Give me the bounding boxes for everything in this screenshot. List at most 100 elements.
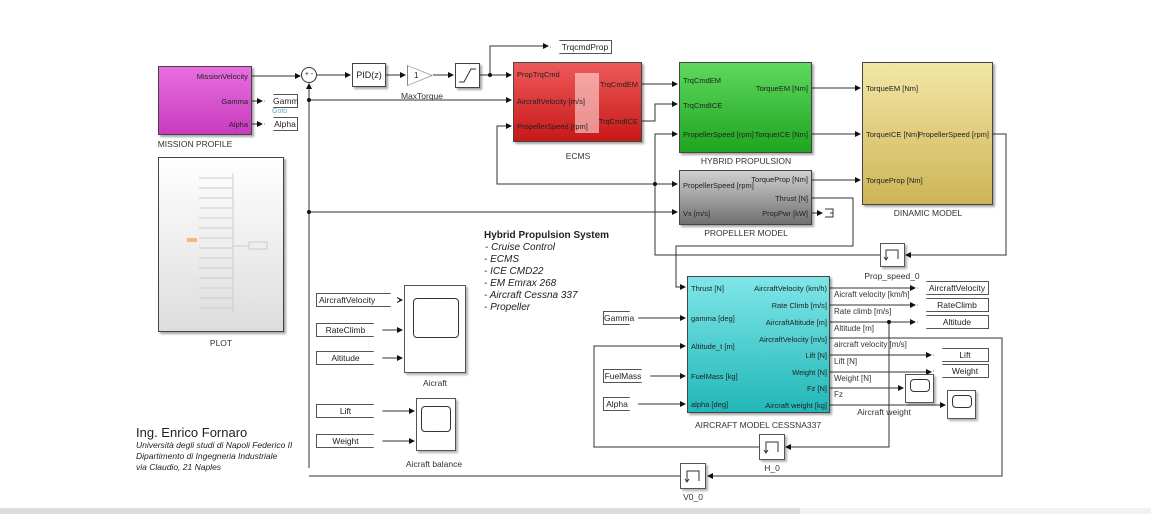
goto-hint: Goto xyxy=(272,108,288,115)
propeller-model-block[interactable]: PropellerSpeed [rpm] Vx [m/s] TorqueProp… xyxy=(679,170,812,225)
port-lift: Lift [N] xyxy=(805,351,827,360)
sum-signs: + - xyxy=(304,71,314,78)
plot-block[interactable] xyxy=(158,157,284,332)
goto-alpha[interactable]: Alpha xyxy=(264,117,298,131)
port-rate-climb: Rate Climb [m/s] xyxy=(771,301,827,310)
port-mission-velocity: MissionVelocity xyxy=(196,72,248,81)
goto-aircraft-velocity[interactable]: AircraftVelocity xyxy=(917,281,989,295)
gain-caption: MaxTorque xyxy=(400,91,444,101)
from-fuelmass[interactable]: FuelMass xyxy=(603,369,651,383)
note-title: Hybrid Propulsion System xyxy=(484,230,610,241)
goto-altitude[interactable]: Altitude xyxy=(917,315,989,329)
author-line: Università degli studi di Napoli Federic… xyxy=(136,440,293,450)
port-weight: Weight [N] xyxy=(792,368,827,377)
mission-profile-block[interactable]: MissionVelocity Gamma Alpha xyxy=(158,66,252,135)
port-torque-ice: TorqueICE [Nm] xyxy=(754,130,808,139)
h0-memory-block[interactable] xyxy=(759,434,785,460)
horizontal-scrollbar[interactable] xyxy=(0,508,1151,514)
memory-icon xyxy=(763,441,779,454)
port-propeller-speed-in: PropellerSpeed [rpm] xyxy=(683,130,754,139)
goto-lift[interactable]: Lift xyxy=(933,348,989,362)
ecms-block[interactable]: PropTrqCmd AircraftVelocity [m/s] Propel… xyxy=(513,62,642,142)
terminator-icon xyxy=(825,208,834,218)
scope-icon xyxy=(413,298,459,338)
memory-icon xyxy=(684,470,700,483)
saturation-icon xyxy=(459,68,476,83)
plot-preview-icon xyxy=(187,173,268,313)
port-aircraft-weight: Aircraft weight [kg] xyxy=(765,401,827,410)
port-torque-em-in: TorqueEM [Nm] xyxy=(866,84,919,93)
port-thrust-in: Thrust [N] xyxy=(691,284,724,293)
port-vx: Vx [m/s] xyxy=(683,209,711,218)
from-weight[interactable]: Weight xyxy=(316,434,383,448)
goto-weight[interactable]: Weight xyxy=(933,364,989,378)
signal-label: Fz xyxy=(834,390,843,399)
dinamic-model-block[interactable]: TorqueEM [Nm] TorqueICE [Nm] TorqueProp … xyxy=(862,62,993,205)
port-propeller-speed: PropellerSpeed [rpm] xyxy=(517,122,588,131)
from-gamma[interactable]: Gamma xyxy=(603,311,639,325)
aircraft-balance-caption: Aicraft balance xyxy=(405,459,463,469)
aircraft-weight-caption: Aircraft weight xyxy=(857,407,911,417)
port-alpha: Alpha xyxy=(228,120,248,129)
note-item: - Cruise Control xyxy=(485,242,556,253)
port-fz: Fz [N] xyxy=(807,384,827,393)
author-name: Ing. Enrico Fornaro xyxy=(136,425,248,440)
goto-rate-climb[interactable]: RateClimb xyxy=(917,298,989,312)
port-altitude-t-in: Altitude_t [m] xyxy=(691,342,735,351)
port-torque-prop: TorqueProp [Nm] xyxy=(751,175,808,184)
pid-label: PID(z) xyxy=(356,70,382,80)
port-alpha-in: alpha [deg] xyxy=(691,400,729,409)
hybrid-propulsion-block[interactable]: TrqCmdEM TrqCmdICE PropellerSpeed [rpm] … xyxy=(679,62,812,153)
signal-label: aircraft velocity [m/s] xyxy=(834,340,907,349)
aircraft-model-block[interactable]: Thrust [N] gamma [deg] Altitude_t [m] Fu… xyxy=(687,276,830,413)
v0-caption: V0_0 xyxy=(683,492,703,502)
from-rate-climb[interactable]: RateClimb xyxy=(316,323,383,337)
port-thrust: Thrust [N] xyxy=(775,194,808,203)
port-gamma: Gamma xyxy=(221,97,248,106)
note-item: - Aircraft Cessna 337 xyxy=(484,290,578,301)
aircraft-balance-scope[interactable] xyxy=(416,398,456,451)
note-item: - ICE CMD22 xyxy=(484,266,544,277)
note-item: - Propeller xyxy=(484,302,531,313)
scope-icon xyxy=(421,406,451,432)
port-torque-em: TorqueEM [Nm] xyxy=(755,84,808,93)
goto-trqcmdprop[interactable]: TrqcmdProp xyxy=(550,40,612,54)
port-altitude: AircraftAltitude [m] xyxy=(765,318,827,327)
fz-scope[interactable] xyxy=(905,374,934,403)
port-fuelmass-in: FuelMass [kg] xyxy=(691,372,738,381)
propeller-caption: PROPELLER MODEL xyxy=(704,228,788,238)
h0-caption: H_0 xyxy=(764,463,780,473)
from-altitude[interactable]: Altitude xyxy=(316,351,383,365)
from-lift[interactable]: Lift xyxy=(316,404,383,418)
saturation-block[interactable] xyxy=(455,63,480,88)
signal-label: Weight [N] xyxy=(834,374,872,383)
port-trqcmdice-in: TrqCmdICE xyxy=(683,101,723,110)
aircraft-scope[interactable] xyxy=(404,285,466,373)
scope-icon xyxy=(952,395,972,408)
author-block: Ing. Enrico Fornaro Università degli stu… xyxy=(136,425,292,473)
goto-gamma[interactable]: Gamma xyxy=(264,94,298,108)
aircraft-weight-scope[interactable] xyxy=(947,390,976,419)
port-velocity-ms: AircraftVelocity [m/s] xyxy=(759,335,827,344)
sum-block[interactable]: + - xyxy=(301,67,317,83)
port-aircraft-velocity: AircraftVelocity [m/s] xyxy=(517,97,585,106)
port-torque-ice-in: TorqueICE [Nm] xyxy=(866,130,920,139)
pid-block[interactable]: PID(z) xyxy=(352,63,386,87)
aircraft-model-caption: AIRCRAFT MODEL CESSNA337 xyxy=(694,420,822,430)
system-description-note: Hybrid Propulsion System - Cruise Contro… xyxy=(484,230,609,314)
v0-memory-block[interactable] xyxy=(680,463,706,489)
scope-icon xyxy=(910,379,930,392)
from-alpha[interactable]: Alpha xyxy=(603,397,639,411)
from-aircraft-velocity[interactable]: AircraftVelocity xyxy=(316,293,400,307)
port-velocity-kmh: AircraftVelocity (km/h) xyxy=(754,284,827,293)
signal-label: Altitude [m] xyxy=(834,324,875,333)
dinamic-caption: DINAMIC MODEL xyxy=(893,208,963,218)
prop-speed-memory-block[interactable] xyxy=(880,243,905,267)
port-propeller-speed-out: PropellerSpeed [rpm] xyxy=(918,130,989,139)
plot-caption: PLOT xyxy=(209,338,233,348)
port-trqcmdem: TrqCmdEM xyxy=(599,80,638,89)
scrollbar-thumb[interactable] xyxy=(0,508,800,514)
memory-icon xyxy=(883,249,899,261)
prop-speed-caption: Prop_speed_0 xyxy=(864,271,920,281)
